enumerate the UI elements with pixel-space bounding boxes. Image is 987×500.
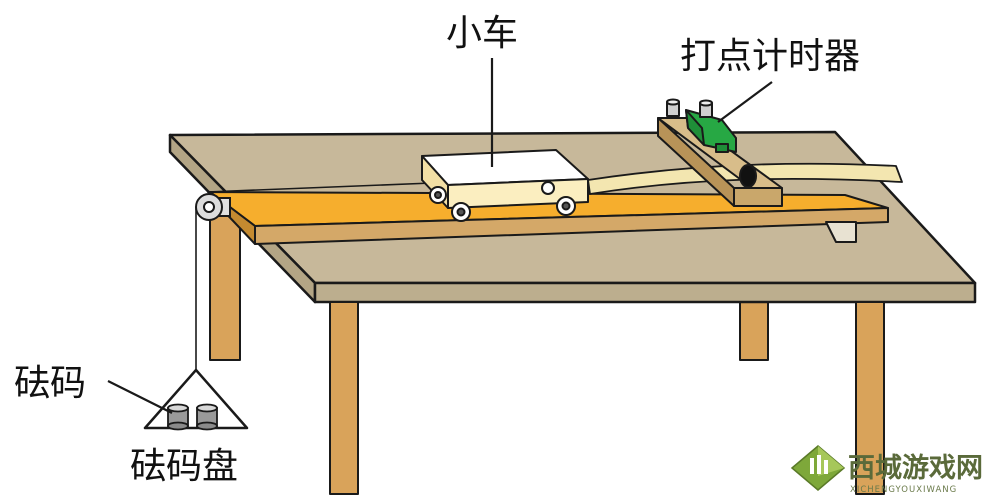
leader-timer	[717, 81, 773, 123]
label-pan: 砝码盘	[130, 446, 238, 487]
timer-needle	[739, 164, 757, 188]
timer-terminals	[666, 98, 713, 118]
watermark-subtitle: XICHENGYOUXIWANG	[850, 485, 957, 495]
watermark-logo-icon	[790, 445, 846, 491]
board-support-block	[825, 221, 857, 243]
front-left-leg	[329, 301, 359, 495]
cart-wheel-hub	[434, 191, 442, 199]
weight-bottom	[196, 421, 218, 431]
pan-triangle	[143, 368, 249, 430]
back-right-leg	[739, 299, 769, 361]
weight-bottom	[167, 421, 189, 431]
watermark-name: 西城游戏网	[848, 453, 983, 484]
watermark: 西城游戏网 XICHENGYOUXIWANG	[790, 445, 983, 495]
weight-top	[196, 403, 218, 413]
terminal-cap	[699, 99, 713, 107]
cart-wheel-hub	[456, 207, 466, 217]
pulley	[195, 193, 231, 221]
cart-wheel	[541, 181, 555, 195]
label-timer: 打点计时器	[680, 36, 860, 77]
timer-body-side	[685, 109, 705, 146]
weight-pan	[143, 368, 249, 430]
label-weights: 砝码	[14, 363, 86, 404]
ticker-timer	[657, 98, 783, 207]
cart-wheel-hub	[561, 201, 571, 211]
weights	[167, 403, 218, 431]
string-horizontal	[206, 182, 433, 193]
weight-top	[167, 403, 189, 413]
table-back-legs	[209, 214, 769, 361]
string	[195, 182, 433, 370]
weight	[196, 403, 218, 431]
back-left-leg	[209, 214, 241, 361]
table-top-front-edge	[313, 281, 977, 304]
table-front-legs	[329, 301, 885, 495]
leader-weights	[107, 380, 173, 414]
terminal-cap	[666, 98, 680, 106]
timer-base-side	[657, 117, 735, 207]
leader-lines	[107, 58, 773, 414]
pulley-axle	[203, 201, 215, 213]
timer-clip	[715, 143, 729, 153]
cart-wheels	[429, 181, 576, 222]
front-right-leg	[855, 301, 885, 495]
weight	[167, 403, 189, 431]
cart	[421, 149, 589, 222]
label-cart: 小车	[446, 13, 518, 54]
timer-base-front	[733, 187, 783, 207]
